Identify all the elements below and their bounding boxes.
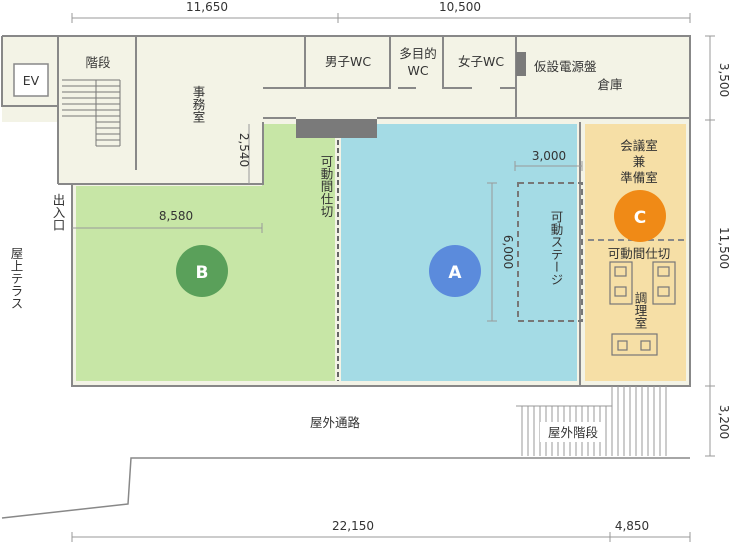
dim-bottom-right: 4,850 <box>615 519 649 533</box>
zone-c-letter: C <box>634 208 646 228</box>
office-label: 事務室 <box>191 85 206 123</box>
zone-b-marker <box>176 245 228 297</box>
movable-stage-outline <box>517 182 583 322</box>
cooking-room-label: 調理室 <box>633 291 648 329</box>
partition-bar-top <box>296 119 377 138</box>
storage-label: 倉庫 <box>597 77 622 92</box>
outdoor-passage-label: 屋外通路 <box>310 415 361 430</box>
meeting-room-label-2: 兼 <box>633 154 646 169</box>
movable-stage-label: 可動ステージ <box>549 211 564 286</box>
zone-c-marker <box>614 190 666 242</box>
dim-top-left: 11,650 <box>186 0 228 14</box>
outdoor-stairs-lines <box>516 386 667 456</box>
stairs-label: 階段 <box>85 55 110 70</box>
dim-right-bottom: 3,200 <box>717 405 731 439</box>
dim-office-depth: 2,540 <box>237 133 251 167</box>
service-area <box>2 36 690 122</box>
zone-a-letter: A <box>448 263 462 283</box>
movable-partition-label-2: 可動間仕切 <box>608 246 671 261</box>
cooking-fixtures <box>609 261 676 356</box>
entrance-label: 出入口 <box>51 193 66 231</box>
stairs-treads <box>62 79 121 147</box>
outdoor-passage-edge <box>1 457 690 519</box>
dim-right-middle: 11,500 <box>717 227 731 269</box>
dim-stage-depth: 6,000 <box>501 235 515 269</box>
movable-partition-label-1: 可動間仕切 <box>319 155 334 218</box>
dim-stage-width: 3,000 <box>532 149 566 163</box>
outdoor-stairs-label: 屋外階段 <box>548 425 598 440</box>
dim-bottom-left: 22,150 <box>332 519 374 533</box>
rooftop-terrace-label: 屋上テラス <box>9 247 24 310</box>
elevator-box <box>13 63 49 97</box>
multi-wc-label-2: WC <box>407 63 428 78</box>
elevator-label: EV <box>23 73 40 88</box>
zone-b-letter: B <box>196 263 209 283</box>
meeting-room-label-1: 会議室 <box>620 138 658 153</box>
meeting-room-label-3: 準備室 <box>620 170 658 185</box>
zone-a-marker <box>429 245 481 297</box>
multi-wc-label-1: 多目的 <box>399 46 437 61</box>
zone-c-area <box>585 124 686 381</box>
dim-right-top: 3,500 <box>717 63 731 97</box>
outdoor-stairs-label-bg <box>540 422 604 442</box>
dimension-lines <box>71 13 715 542</box>
dim-top-right: 10,500 <box>439 0 481 14</box>
power-panel-block <box>516 52 526 76</box>
power-panel-label: 仮設電源盤 <box>534 59 597 74</box>
womens-wc-label: 女子WC <box>458 54 504 69</box>
mens-wc-label: 男子WC <box>325 54 371 69</box>
dim-zone-b-width: 8,580 <box>159 209 193 223</box>
